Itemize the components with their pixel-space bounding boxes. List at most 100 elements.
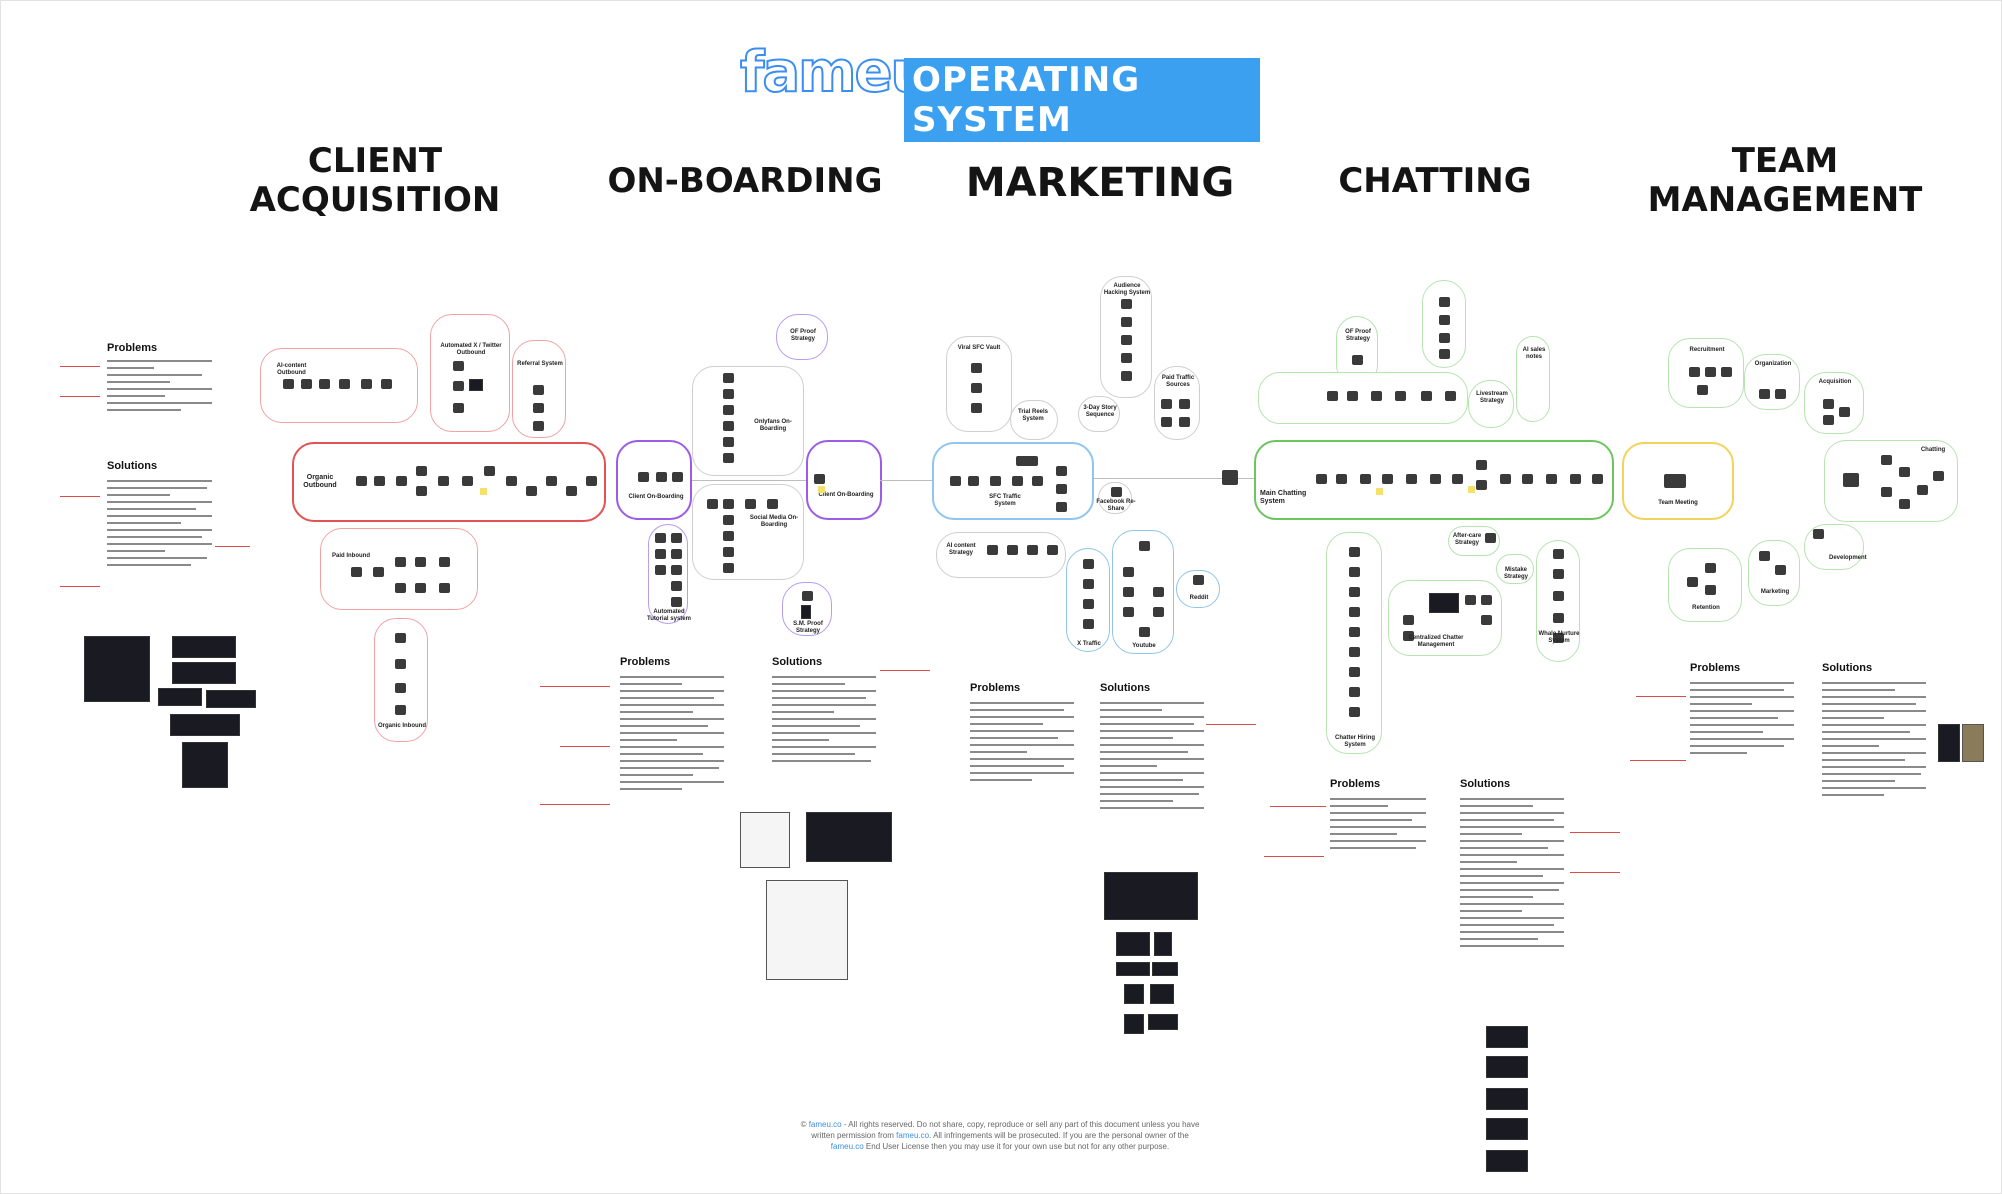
flow-node[interactable] <box>1349 627 1360 637</box>
flow-node[interactable] <box>655 549 666 559</box>
flow-node[interactable] <box>971 403 982 413</box>
flow-node[interactable] <box>395 705 406 715</box>
flow-node[interactable] <box>723 499 734 509</box>
flow-node[interactable] <box>1012 476 1023 486</box>
flow-node[interactable] <box>1349 567 1360 577</box>
flow-node[interactable] <box>339 379 350 389</box>
tm-recruitment-cluster[interactable]: Recruitment <box>1668 338 1744 408</box>
flow-node[interactable] <box>361 379 372 389</box>
flow-node[interactable] <box>1759 551 1770 561</box>
flow-node[interactable] <box>1336 474 1347 484</box>
mk-youtube-cluster[interactable]: Youtube <box>1112 530 1174 654</box>
flow-node[interactable] <box>381 379 392 389</box>
flow-node[interactable] <box>1027 545 1038 555</box>
flow-node[interactable] <box>1083 599 1094 609</box>
flow-node[interactable] <box>283 379 294 389</box>
ob-sm-proof-cluster[interactable]: S.M. Proof Strategy <box>782 582 832 636</box>
ch-main-chatting-cluster[interactable]: Main Chatting System <box>1254 440 1614 520</box>
flow-node[interactable] <box>1452 474 1463 484</box>
flow-node[interactable] <box>1823 399 1834 409</box>
ob-client-onboarding-left-cluster[interactable]: Client On-Boarding <box>616 440 692 520</box>
flow-node[interactable] <box>1349 587 1360 597</box>
flow-node[interactable] <box>1465 595 1476 605</box>
flow-node[interactable] <box>526 486 537 496</box>
flow-node[interactable] <box>1439 315 1450 325</box>
mk-trial-reels-cluster[interactable]: Trial Reels System <box>1010 400 1058 440</box>
flow-node[interactable] <box>1421 391 1432 401</box>
flow-node[interactable] <box>506 476 517 486</box>
flow-node[interactable] <box>1570 474 1581 484</box>
tm-organization-cluster[interactable]: Organization <box>1744 354 1800 410</box>
flow-node[interactable] <box>1139 627 1150 637</box>
flow-node[interactable] <box>950 476 961 486</box>
flow-node[interactable] <box>1349 607 1360 617</box>
flow-node[interactable] <box>1439 333 1450 343</box>
ca-organic-inbound-cluster[interactable]: Organic Inbound <box>374 618 428 742</box>
flow-node[interactable] <box>1083 559 1094 569</box>
ch-chatter-hiring-cluster[interactable]: Chatter Hiring System <box>1326 532 1382 754</box>
flow-node[interactable] <box>971 383 982 393</box>
mk-reddit-cluster[interactable]: Reddit <box>1176 570 1220 608</box>
flow-node[interactable] <box>1056 484 1067 494</box>
flow-node[interactable] <box>1153 607 1164 617</box>
mk-viral-sfc-cluster[interactable]: Viral SFC Vault <box>946 336 1012 432</box>
flow-node[interactable] <box>1121 299 1132 309</box>
tm-acquisition-cluster[interactable]: Acquisition <box>1804 372 1864 434</box>
flow-node[interactable] <box>1083 579 1094 589</box>
flow-node[interactable] <box>1664 474 1686 488</box>
flow-node[interactable] <box>1445 391 1456 401</box>
flow-node[interactable] <box>566 486 577 496</box>
flow-node[interactable] <box>1121 371 1132 381</box>
marketing-hub-node[interactable] <box>1222 470 1238 485</box>
flow-node[interactable] <box>1881 455 1892 465</box>
flow-node[interactable] <box>1439 349 1450 359</box>
mk-ai-content-cluster[interactable]: AI content Strategy <box>936 532 1066 578</box>
flow-node[interactable] <box>655 533 666 543</box>
flow-node[interactable] <box>1500 474 1511 484</box>
flow-node[interactable] <box>723 437 734 447</box>
flow-node[interactable] <box>319 379 330 389</box>
ob-automated-tutorial-cluster[interactable]: Automated Tutorial system <box>648 524 688 624</box>
flow-node[interactable] <box>1813 529 1824 539</box>
ob-of-proof-cluster[interactable]: OF Proof Strategy <box>776 314 828 360</box>
flow-node[interactable] <box>1360 474 1371 484</box>
flow-node[interactable] <box>453 381 464 391</box>
tm-team-meeting-cluster[interactable]: Team Meeting <box>1622 442 1734 520</box>
ch-mistake-cluster[interactable]: Mistake Strategy <box>1496 554 1534 584</box>
flow-node[interactable] <box>1382 474 1393 484</box>
flow-node[interactable] <box>1430 474 1441 484</box>
flow-node[interactable] <box>1705 563 1716 573</box>
flow-node[interactable] <box>1687 577 1698 587</box>
flow-node[interactable] <box>1153 587 1164 597</box>
flow-node[interactable] <box>453 403 464 413</box>
flow-node[interactable] <box>767 499 778 509</box>
flow-node[interactable] <box>373 567 384 577</box>
flow-node[interactable] <box>1933 471 1944 481</box>
ob-onlyfans-cluster[interactable]: Onlyfans On-Boarding <box>692 366 804 476</box>
flow-node[interactable] <box>1349 547 1360 557</box>
ch-top-stack-cluster[interactable] <box>1422 280 1466 368</box>
flow-node[interactable] <box>1592 474 1603 484</box>
flow-node[interactable] <box>533 421 544 431</box>
flow-node[interactable] <box>439 583 450 593</box>
mk-audience-hacking-cluster[interactable]: Audience Hacking System <box>1100 276 1152 398</box>
flow-node[interactable] <box>1056 502 1067 512</box>
flow-node[interactable] <box>484 466 495 476</box>
footer-link[interactable]: fameu.co <box>896 1131 929 1140</box>
flow-node[interactable] <box>1179 399 1190 409</box>
flow-node[interactable] <box>1823 415 1834 425</box>
flow-node[interactable] <box>1327 391 1338 401</box>
flow-node[interactable] <box>723 389 734 399</box>
flow-node[interactable] <box>1553 613 1564 623</box>
flow-node[interactable] <box>723 547 734 557</box>
ch-livestream-cluster[interactable]: Livestream Strategy <box>1468 380 1514 428</box>
flow-node[interactable] <box>1705 367 1716 377</box>
ca-automated-x-cluster[interactable]: Automated X / Twitter Outbound <box>430 314 510 432</box>
flow-node[interactable] <box>1349 667 1360 677</box>
flow-node[interactable] <box>671 581 682 591</box>
flow-node[interactable] <box>1123 607 1134 617</box>
flow-node[interactable] <box>395 633 406 643</box>
flow-node[interactable] <box>396 476 407 486</box>
mk-facebook-reshare-cluster[interactable]: Facebook Re-Share <box>1098 482 1132 514</box>
flow-node[interactable] <box>453 361 464 371</box>
